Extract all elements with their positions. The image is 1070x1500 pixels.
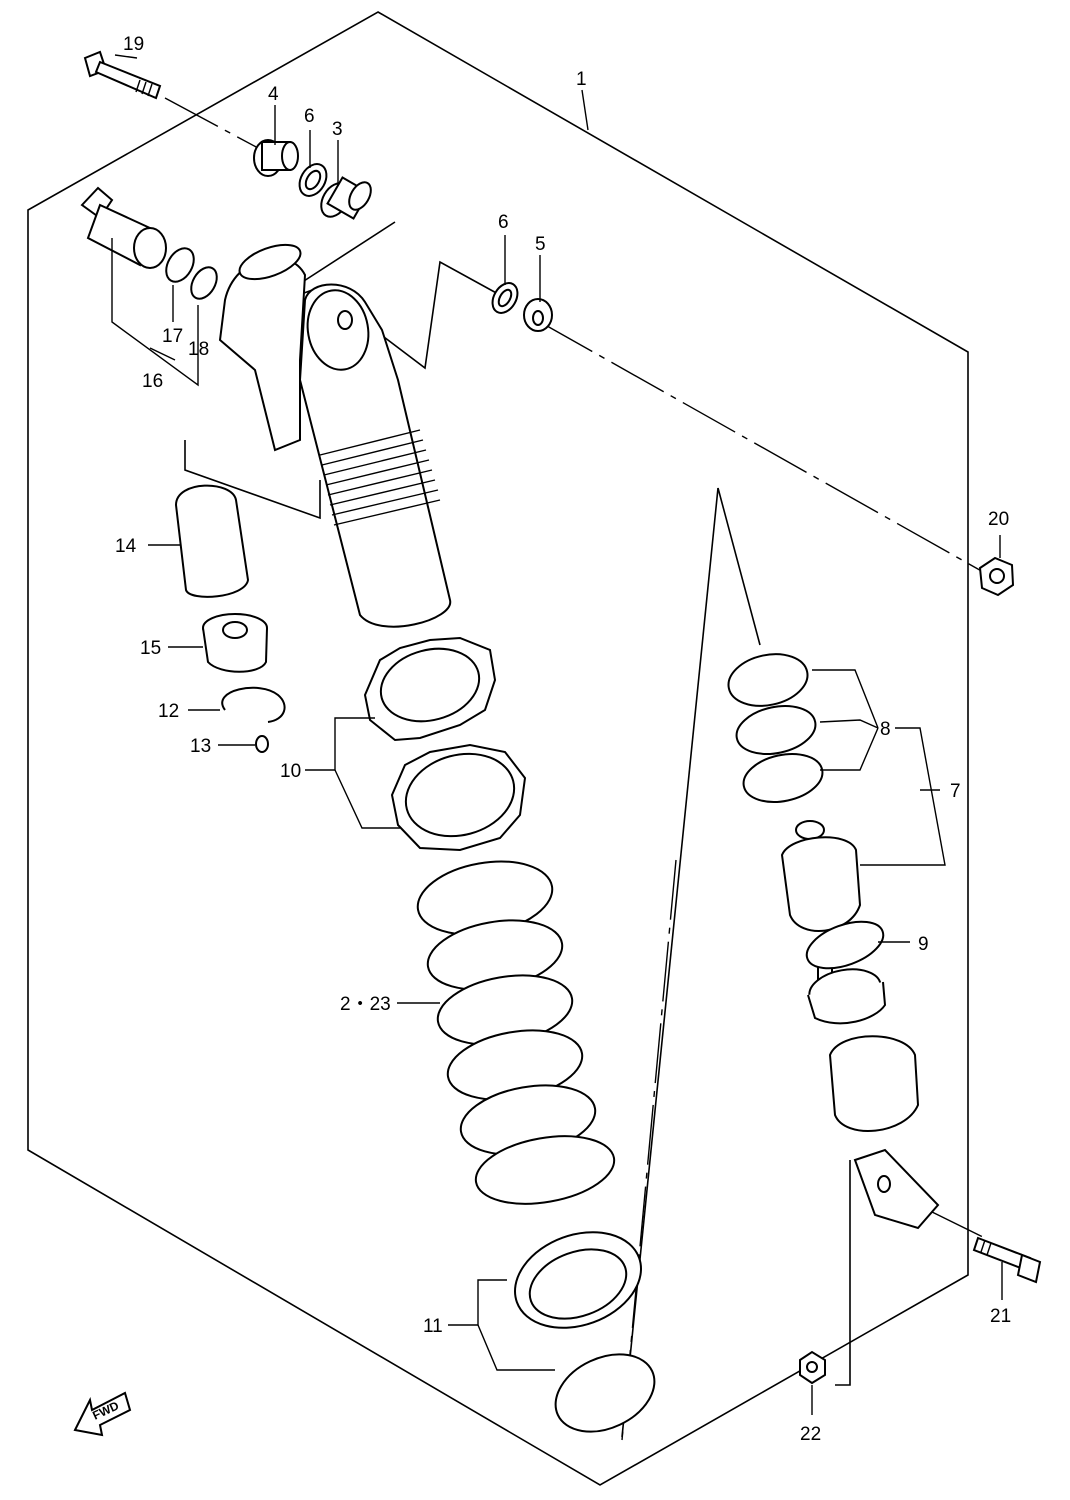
- label-part-7: 7: [950, 781, 961, 802]
- valve-15: [202, 613, 268, 673]
- label-part-19: 19: [123, 34, 144, 55]
- nut-22: [799, 1350, 826, 1385]
- label-part-20: 20: [988, 509, 1009, 530]
- label-part-22: 22: [800, 1424, 821, 1445]
- label-part-21: 21: [990, 1306, 1011, 1327]
- label-part-16: 16: [142, 371, 163, 392]
- bearing-3: [320, 176, 372, 220]
- assembly-boundary: [27, 11, 969, 1486]
- nut-20: [978, 556, 1015, 597]
- label-part-6-lower: 6: [498, 212, 509, 233]
- label-part-9: 9: [918, 934, 929, 955]
- bolt-19: [83, 50, 162, 100]
- label-part-1: 1: [576, 69, 587, 90]
- label-part-13: 13: [190, 736, 211, 757]
- label-part-6-upper: 6: [304, 106, 315, 127]
- shock-body: [298, 283, 452, 628]
- lock-nut-10-lower: [390, 743, 527, 852]
- spring-2-23: [416, 860, 616, 1205]
- label-part-12: 12: [158, 701, 179, 722]
- lock-nut-10-upper: [363, 636, 497, 742]
- label-part-8: 8: [880, 719, 891, 740]
- label-part-18: 18: [188, 339, 209, 360]
- ring-8a: [727, 653, 809, 707]
- label-part-3: 3: [332, 119, 343, 140]
- label-part-17: 17: [162, 326, 183, 347]
- circlip-11: [554, 1353, 656, 1433]
- label-part-15: 15: [140, 638, 161, 659]
- part-labels: 1 2・23 3 4 5 6 6 7 8 9 10 11 12 13 14 15…: [115, 34, 1011, 1445]
- o-ring-18: [190, 266, 218, 300]
- label-part-14: 14: [115, 536, 137, 557]
- label-part-10: 10: [280, 761, 301, 782]
- bolt-21: [972, 1236, 1042, 1284]
- ring-9: [805, 920, 885, 970]
- reservoir: [218, 243, 307, 452]
- ring-8b: [735, 705, 817, 755]
- label-part-11: 11: [423, 1316, 443, 1337]
- spring-seat-11: [514, 1231, 642, 1329]
- label-part-4: 4: [268, 84, 279, 105]
- label-part-5: 5: [535, 234, 546, 255]
- part-13: [255, 735, 269, 753]
- adjuster-16: [80, 186, 167, 269]
- o-ring-17: [165, 247, 195, 283]
- collar-4: [253, 139, 299, 177]
- label-part-2-23: 2・23: [340, 994, 391, 1015]
- cap-14: [174, 484, 250, 598]
- leader-lines: [111, 54, 1003, 1415]
- fwd-arrow-icon: FWD: [73, 1391, 132, 1437]
- damper-rod-7: [780, 820, 940, 1230]
- ring-8c: [742, 753, 824, 803]
- circlip-12: [221, 686, 286, 723]
